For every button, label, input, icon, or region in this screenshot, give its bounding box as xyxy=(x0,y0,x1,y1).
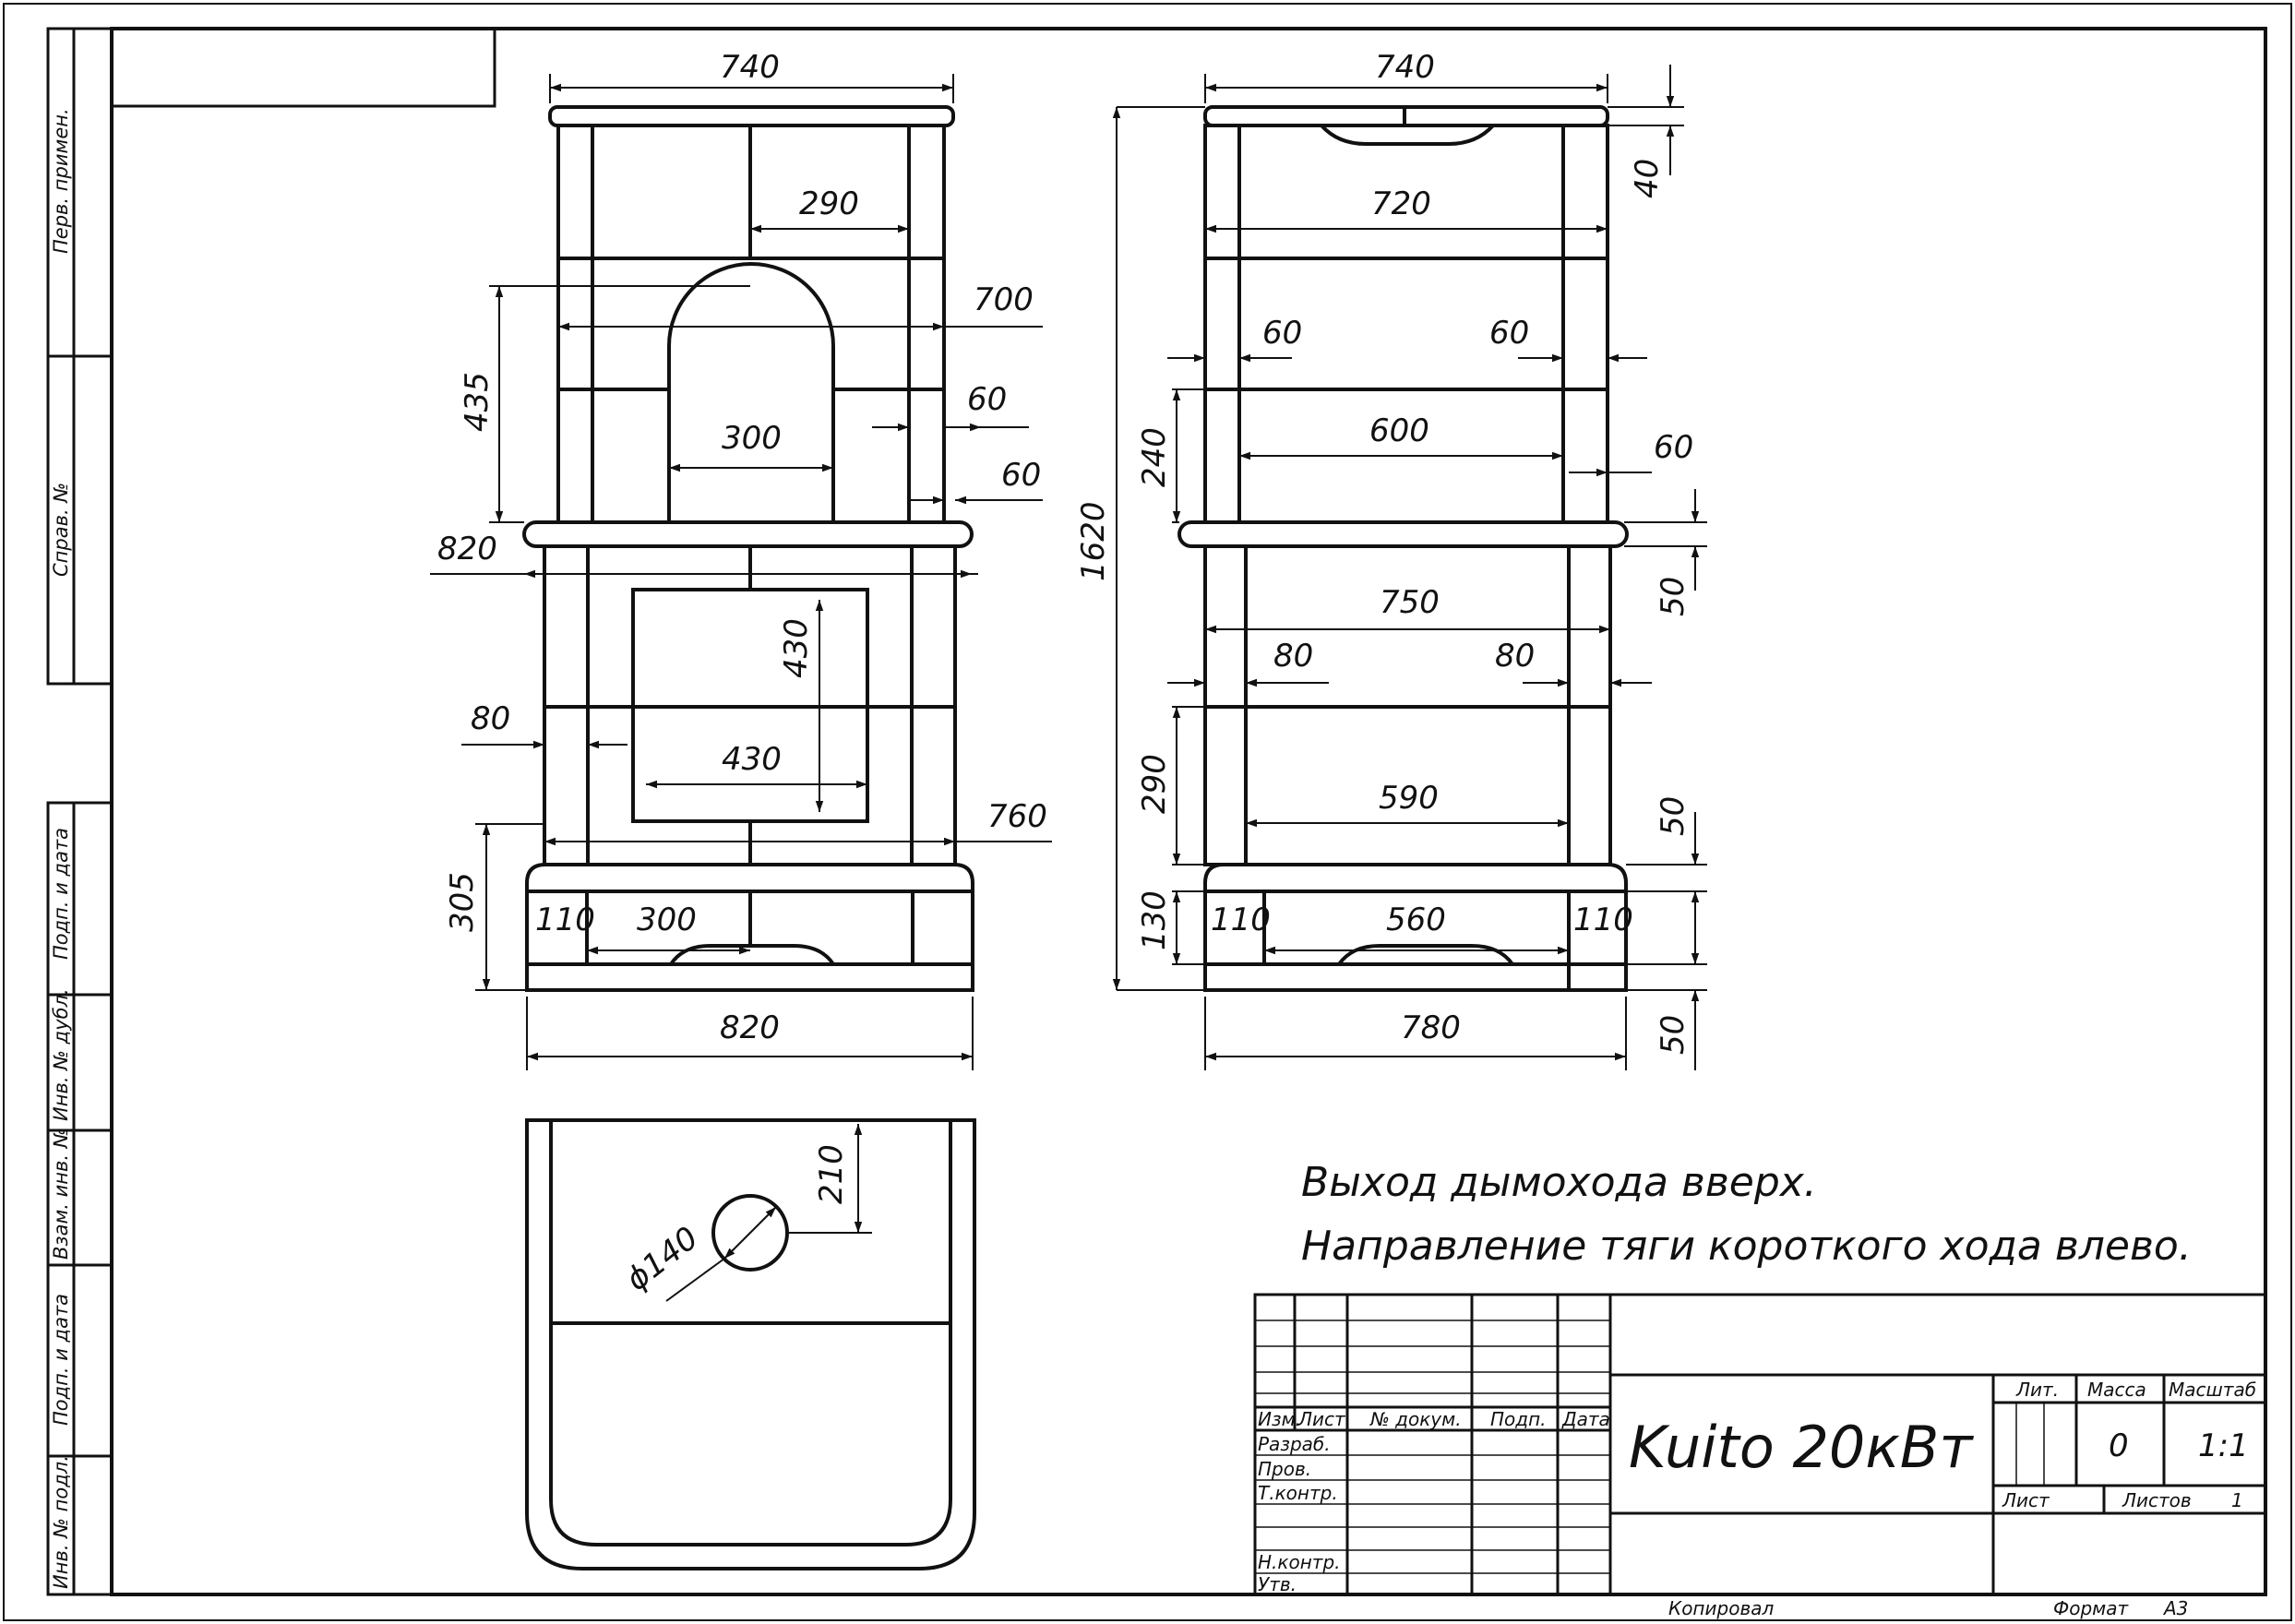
side-dim-600: 600 xyxy=(1369,412,1429,449)
side-dim-60b: 60 xyxy=(1489,315,1529,352)
front-dim-430b: 430 xyxy=(722,741,782,778)
tb-razrab: Разраб. xyxy=(1258,1433,1331,1455)
note-line-1: Выход дымохода вверх. xyxy=(1301,1159,1817,1206)
side-dim-290: 290 xyxy=(1136,754,1173,814)
side-label-inv-podl: Инв. № подл. xyxy=(50,1455,72,1589)
front-dim-60a: 60 xyxy=(967,381,1007,418)
front-dimensions xyxy=(430,74,1052,1070)
front-dim-820b: 820 xyxy=(720,1009,780,1046)
front-dim-435: 435 xyxy=(459,372,496,432)
side-label-inv-dubl: Инв. № дубл. xyxy=(50,988,72,1121)
side-label-sprav: Справ. № xyxy=(50,483,72,577)
tb-format-val: A3 xyxy=(2162,1597,2188,1619)
plan-dimension-labels: 210 ϕ140 xyxy=(619,1144,850,1298)
side-dim-130: 130 xyxy=(1136,890,1173,950)
tb-dokum: № докум. xyxy=(1369,1408,1462,1430)
tb-utv: Утв. xyxy=(1258,1573,1297,1595)
tb-title: Kuito 20кВт xyxy=(1629,1414,1974,1481)
tb-list: Лист xyxy=(1297,1408,1346,1430)
side-dim-590: 590 xyxy=(1379,780,1439,817)
side-dim-80a: 80 xyxy=(1273,638,1313,675)
front-dim-740: 740 xyxy=(720,49,780,86)
front-dim-700: 700 xyxy=(974,281,1034,318)
side-dim-50b: 50 xyxy=(1655,796,1691,836)
tb-listov-val: 1 xyxy=(2231,1489,2243,1511)
title-block xyxy=(1253,1293,2267,1596)
front-dim-110: 110 xyxy=(535,902,595,938)
tb-format: Формат xyxy=(2053,1597,2129,1619)
tb-massa-val: 0 xyxy=(2109,1427,2129,1464)
side-dim-750: 750 xyxy=(1380,584,1440,621)
side-label-perv: Перв. примен. xyxy=(50,108,72,254)
front-view xyxy=(522,105,974,992)
tb-izm: Изм. xyxy=(1258,1408,1301,1430)
side-label-podp2: Подп. и дата xyxy=(50,1294,72,1426)
side-dim-780: 780 xyxy=(1401,1009,1461,1046)
tb-kopiroval: Копировал xyxy=(1668,1597,1774,1619)
front-dim-300b: 300 xyxy=(637,902,697,938)
plan-dim-210: 210 xyxy=(813,1144,850,1204)
front-dim-80: 80 xyxy=(471,700,510,737)
tb-nkontr: Н.контр. xyxy=(1258,1551,1341,1573)
side-label-vzam: Взам. инв. № xyxy=(50,1128,72,1260)
side-dim-60a: 60 xyxy=(1262,315,1302,352)
front-dim-820a: 820 xyxy=(437,531,497,567)
front-dim-760: 760 xyxy=(987,798,1047,835)
front-dimension-labels: 740 290 700 435 60 300 60 820 430 80 430… xyxy=(437,49,1047,1046)
side-dim-720: 720 xyxy=(1371,185,1431,222)
front-dim-430a: 430 xyxy=(778,618,815,678)
plan-view xyxy=(525,1118,976,1570)
tb-data: Дата xyxy=(1561,1408,1610,1430)
notes: Выход дымохода вверх. Направление тяги к… xyxy=(1301,1159,2192,1270)
side-dim-110b: 110 xyxy=(1573,902,1633,938)
side-dim-240: 240 xyxy=(1136,427,1173,487)
front-dim-290: 290 xyxy=(799,185,859,222)
tb-massa: Масса xyxy=(2087,1379,2146,1401)
side-dim-740: 740 xyxy=(1375,49,1435,86)
side-dim-50a: 50 xyxy=(1655,577,1691,616)
side-strip-labels: Перв. примен. Справ. № Подп. и дата Инв.… xyxy=(50,108,72,1589)
side-strip xyxy=(46,27,114,1596)
side-dim-50c: 50 xyxy=(1655,1015,1691,1055)
tb-lit: Лит. xyxy=(2015,1379,2059,1401)
side-dim-60c: 60 xyxy=(1654,429,1693,466)
front-dim-305: 305 xyxy=(444,872,481,932)
tb-prov: Пров. xyxy=(1258,1458,1311,1480)
tb-tkontr: Т.контр. xyxy=(1258,1482,1338,1504)
plan-dim-140: ϕ140 xyxy=(619,1220,705,1298)
side-dim-560: 560 xyxy=(1386,902,1446,938)
side-dim-1620: 1620 xyxy=(1075,501,1112,581)
side-dim-40: 40 xyxy=(1629,159,1666,198)
side-dim-80b: 80 xyxy=(1495,638,1535,675)
side-dimension-labels: 740 40 720 1620 60 60 240 600 60 50 750 … xyxy=(1075,49,1693,1055)
plan-dimensions xyxy=(665,1124,872,1302)
front-dim-60b: 60 xyxy=(1001,457,1041,494)
tb-scale-val: 1:1 xyxy=(2198,1427,2249,1464)
side-dim-110a: 110 xyxy=(1211,902,1271,938)
tb-podp: Подп. xyxy=(1490,1408,1547,1430)
note-line-2: Направление тяги короткого хода влево. xyxy=(1301,1223,2192,1270)
tb-listov: Листов xyxy=(2122,1489,2192,1511)
side-view xyxy=(1177,105,1629,992)
front-dim-300: 300 xyxy=(722,420,782,457)
tb-list2: Лист xyxy=(2002,1489,2050,1511)
title-block-labels: Изм. Лист № докум. Подп. Дата Разраб. Пр… xyxy=(1258,1379,2256,1619)
title-block-thin xyxy=(1255,1320,2045,1574)
tb-masshtab: Масштаб xyxy=(2169,1379,2256,1401)
side-label-podp1: Подп. и дата xyxy=(50,828,72,960)
side-dimensions xyxy=(1112,65,1707,1070)
